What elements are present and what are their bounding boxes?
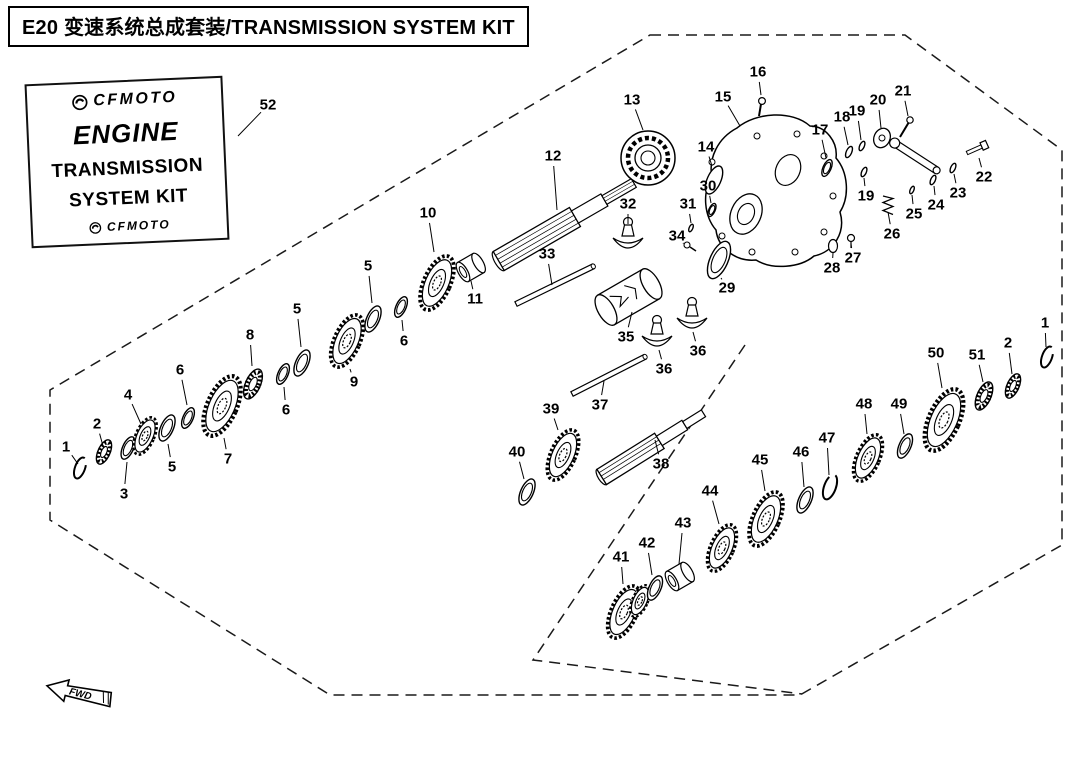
- ring-shape: [858, 140, 866, 152]
- shift-rail-shape: [514, 263, 596, 308]
- kit-label-transmission: TRANSMISSION: [51, 154, 204, 182]
- ring-shape: [844, 145, 854, 159]
- ball-bearing-shape: [620, 130, 676, 186]
- shift-fork-shape: [676, 296, 708, 329]
- boundary-inner-wedge: [531, 344, 803, 695]
- gear-shape: [328, 313, 366, 369]
- ring-shape: [518, 478, 536, 506]
- bolt-shape: [965, 139, 990, 156]
- title-box: E20 变速系统总成套装/TRANSMISSION SYSTEM KIT: [8, 6, 529, 47]
- bushing-shape: [455, 252, 486, 283]
- ring-shape: [704, 165, 724, 195]
- shift-rail-shape: [570, 353, 648, 398]
- parts-artwork-detail: FWD: [45, 96, 990, 708]
- cfmoto-brand-bottom: CFMOTO: [89, 217, 171, 235]
- gear-shape: [922, 387, 966, 453]
- shift-drum-shape: [594, 268, 663, 326]
- brand-text: CFMOTO: [106, 217, 171, 234]
- bolt-shape: [757, 96, 766, 117]
- ring-shape: [796, 486, 814, 514]
- brand-text: CFMOTO: [92, 88, 178, 110]
- ring-shape: [896, 433, 914, 459]
- ring-shape: [821, 158, 833, 178]
- ring-shape: [180, 407, 196, 429]
- screw-shape: [899, 116, 914, 138]
- ring-shape: [275, 363, 291, 385]
- ring-shape: [706, 240, 732, 280]
- gearshift-arm-shape: [889, 137, 941, 175]
- fwd-arrow: FWD: [45, 678, 113, 708]
- kit-label-engine: ENGINE: [72, 115, 180, 151]
- gear-shape: [705, 523, 739, 573]
- kit-label-sticker: CFMOTO ENGINE TRANSMISSION SYSTEM KIT CF…: [24, 75, 230, 249]
- ring-shape: [364, 305, 382, 333]
- cfmoto-logo-icon: [89, 221, 102, 234]
- ring-shape: [158, 414, 176, 442]
- needle-bearing-shape: [974, 381, 994, 411]
- crankcase-cover-shape: [704, 114, 848, 268]
- gear-shape: [132, 416, 158, 456]
- gear-shape: [747, 490, 785, 548]
- circlip-shape: [1039, 345, 1055, 369]
- gear-shape: [201, 374, 243, 438]
- circlip-shape: [72, 456, 88, 480]
- needle-bearing-shape: [1004, 373, 1022, 399]
- ring-shape: [646, 575, 664, 601]
- kit-label-system-kit: SYSTEM KIT: [68, 185, 189, 212]
- assembly-boundary-dashed: [49, 34, 1063, 696]
- circlip-shape: [821, 473, 839, 501]
- parts-artwork: [72, 140, 1055, 640]
- ring-shape: [908, 185, 916, 195]
- shift-fork-shape: [641, 314, 673, 347]
- set-screw-shape: [683, 241, 697, 252]
- gear-shape: [628, 584, 652, 618]
- gear-shape: [418, 254, 456, 312]
- fwd-arrow-label: FWD: [68, 686, 93, 702]
- ring-shape: [293, 349, 311, 377]
- needle-bearing-shape: [95, 439, 113, 465]
- ring-shape: [707, 202, 717, 218]
- leader-lines: [71, 81, 1047, 585]
- cfmoto-brand-top: CFMOTO: [71, 89, 178, 112]
- output-shaft-shape: [595, 409, 707, 486]
- bushing-shape: [664, 561, 695, 592]
- ring-shape: [860, 166, 868, 178]
- ring-shape: [929, 174, 937, 186]
- gear-shape: [851, 433, 885, 483]
- main-shaft-shape: [491, 177, 638, 272]
- cfmoto-logo-icon: [72, 94, 88, 110]
- needle-bearing-shape: [242, 368, 264, 400]
- cap-shape: [827, 238, 839, 254]
- shift-plate-shape: [872, 127, 892, 149]
- gear-shape: [545, 428, 581, 482]
- ring-shape: [687, 223, 695, 233]
- spring-shape: [881, 195, 896, 216]
- ring-shape: [393, 296, 409, 318]
- ring-shape: [949, 162, 957, 174]
- page-title: E20 变速系统总成套装/TRANSMISSION SYSTEM KIT: [22, 17, 515, 39]
